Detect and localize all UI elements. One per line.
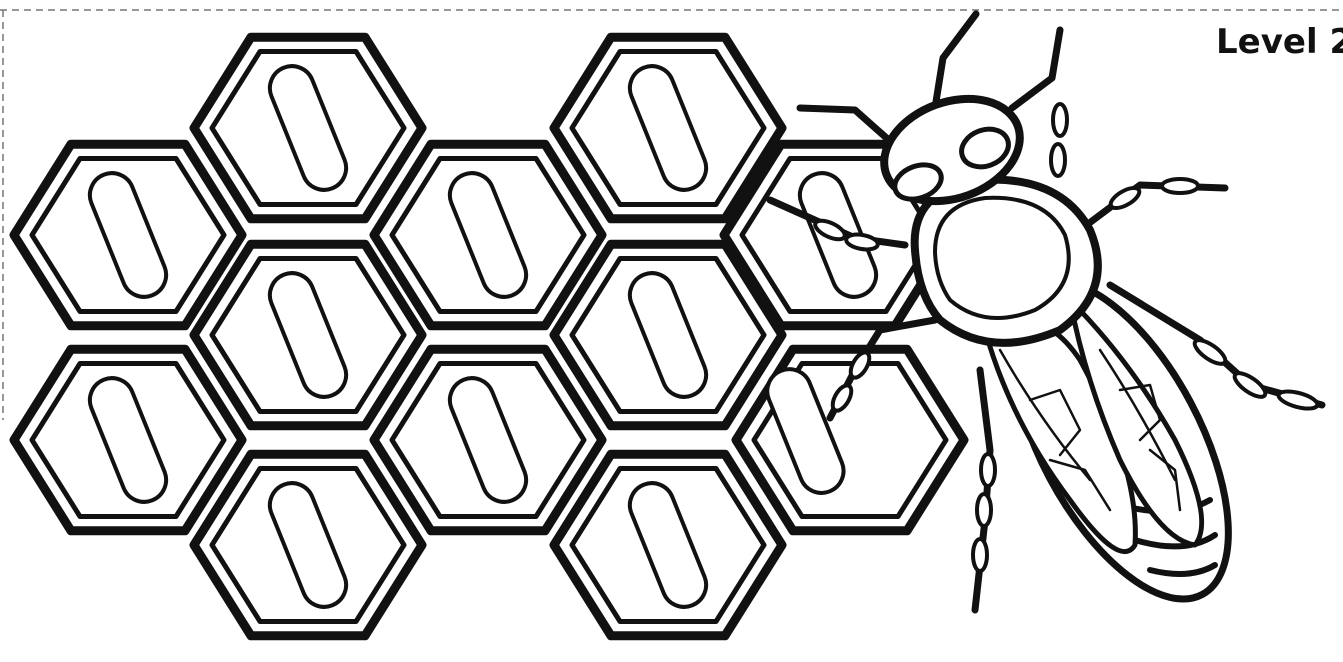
- larva-icon: [447, 376, 529, 504]
- bee-antenna-left: [931, 10, 980, 112]
- honeycomb-cell-inner: [389, 156, 587, 314]
- larva-icon: [87, 376, 169, 504]
- honeycomb-cell-inner: [389, 361, 587, 519]
- larva-icon: [267, 271, 349, 399]
- honeycomb-cell-inner: [209, 466, 407, 624]
- bee-wing-veins: [998, 348, 1182, 512]
- honeycomb-cell-inner: [209, 49, 407, 207]
- larva-icon: [267, 481, 349, 609]
- bee-leg-segments: [813, 102, 1320, 573]
- larva-icon: [447, 171, 529, 299]
- honeycomb: [9, 32, 969, 641]
- honeycomb-cell-icon: [549, 239, 787, 431]
- bee-thorax-plate: [933, 195, 1071, 320]
- honeycomb-cell-icon: [189, 32, 427, 224]
- bee-wing-right: [1067, 297, 1205, 548]
- honeycomb-cell-inner: [751, 361, 949, 519]
- bee-wing-left: [982, 317, 1138, 555]
- honeycomb-cell-inner: [569, 49, 767, 207]
- bee-eye-left: [892, 162, 944, 202]
- honeycomb-cell-inner: [569, 466, 767, 624]
- honeycomb-cell-icon: [189, 239, 427, 431]
- bee-icon: [766, 10, 1326, 614]
- honeycomb-cell-icon: [9, 139, 247, 331]
- honeycomb-cell-inner: [569, 256, 767, 414]
- level-label: Level 2: [1216, 22, 1343, 62]
- honeycomb-cell-inner: [209, 256, 407, 414]
- larva-icon: [267, 64, 349, 192]
- honeycomb-cell-icon: [549, 449, 787, 641]
- larva-icon: [87, 171, 169, 299]
- dashed-cut-border: [0, 9, 1340, 420]
- honeycomb-cell-icon: [369, 139, 607, 331]
- honeycomb-cell-icon: [549, 32, 787, 224]
- honeycomb-cell-icon: [189, 449, 427, 641]
- honeycomb-cell-inner: [29, 156, 227, 314]
- bee-eye-right: [959, 126, 1011, 170]
- honeycomb-cell-icon: [731, 344, 969, 536]
- larva-icon: [627, 481, 709, 609]
- honeycomb-cell-inner: [29, 361, 227, 519]
- honeycomb-cell-icon: [369, 344, 607, 536]
- larva-icon: [627, 271, 709, 399]
- honeycomb-cell-icon: [9, 344, 247, 536]
- larva-icon: [765, 367, 846, 495]
- bee-antenna-right: [1008, 26, 1064, 112]
- larva-icon: [627, 64, 709, 192]
